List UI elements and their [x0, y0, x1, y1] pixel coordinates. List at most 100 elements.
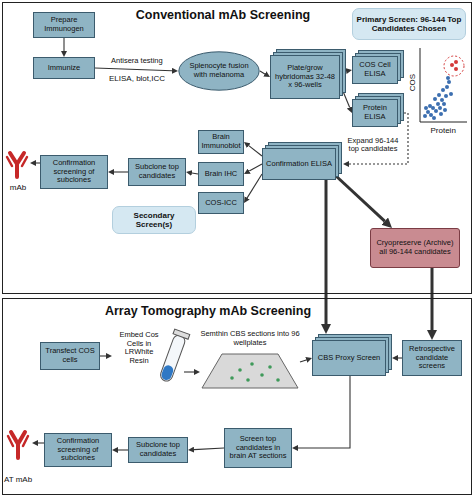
scatter-dot: [432, 116, 436, 120]
scatter-dot: [443, 108, 447, 112]
flow-arrow: [300, 360, 306, 362]
scatter-dot: [445, 85, 449, 89]
section-dot: [238, 368, 242, 372]
process-box: Subclone top candidates: [128, 437, 188, 463]
flow-arrow: [100, 355, 106, 356]
node-text: Screen top candidates in brain AT sectio…: [228, 435, 288, 461]
section-dot: [230, 376, 234, 380]
node-text: Cryopreserve (Archive) all 96-144 candid…: [374, 239, 456, 256]
scatter-dot: [424, 106, 428, 110]
note-label: ELISA, blot,ICC: [109, 74, 165, 83]
stacked-process-box: Protein ELISA: [352, 99, 398, 127]
antibody-node: mAb: [6, 148, 30, 192]
antibody-symbol: [7, 153, 27, 177]
section-step: Semthin CBS sections into 96 wellplates: [200, 328, 300, 390]
flow-arrow: [63, 38, 64, 51]
flow-arrow: [184, 371, 194, 372]
flow-arrow: [340, 71, 346, 72]
section-dot: [246, 378, 250, 382]
callout-box: Secondary Screen(s): [112, 206, 196, 234]
edge-label: Antisera testing: [111, 57, 163, 66]
section-dot: [276, 378, 280, 382]
node-text: Confirmation ELISA: [266, 160, 332, 169]
section-dots: [230, 362, 280, 382]
flow-arrow: [114, 171, 128, 172]
node-text: mAb: [2, 183, 34, 192]
node-text: Confirmation screening of subclones: [44, 159, 104, 185]
y-axis: [420, 48, 421, 122]
scatter-dot: [433, 97, 437, 101]
node-text: Subclone top candidates: [132, 163, 182, 180]
antibody-light-chain: [7, 157, 27, 166]
scatter-dot: [454, 60, 458, 64]
section-dot: [250, 362, 254, 366]
node-text: AT mAb: [0, 475, 36, 484]
node-text: Embed Cos Cells in LRWhite Resin: [117, 331, 161, 366]
process-box: COS-ICC: [198, 192, 244, 214]
section-dot: [268, 365, 272, 369]
flow-arrow: [95, 68, 172, 71]
callout-box: Primary Screen: 96-144 Top Candidates Ch…: [352, 8, 466, 40]
stacked-process-box: COS Cell ELISA: [352, 56, 398, 84]
process-box: Brain IHC: [198, 162, 244, 186]
node-text: Brain IHC: [205, 170, 238, 179]
selected-dots: [450, 60, 458, 71]
scatter-dot: [436, 102, 440, 106]
tube-resin: [160, 364, 175, 382]
node-text: Prepare Immunogen: [37, 16, 91, 33]
process-box: Prepare Immunogen: [33, 12, 95, 38]
scatter-dot: [447, 80, 451, 84]
stacked-process-box: CBS Proxy Screen: [312, 340, 386, 376]
panel-heading: Conventional mAb Screening: [93, 8, 353, 22]
scatter-plot: [420, 48, 467, 122]
slide-trapezoid: [202, 354, 298, 388]
scatter-dot: [454, 67, 458, 71]
x-axis: [420, 122, 467, 123]
node-text: Plate/grow hybridomas 32-48 x 96-wells: [274, 64, 336, 90]
archive-box: Cryopreserve (Archive) all 96-144 candid…: [370, 228, 460, 268]
scatter-dot: [428, 104, 432, 108]
scatter-dot: [444, 94, 448, 98]
node-text: Semthin CBS sections into 96 wellplates: [200, 330, 300, 347]
scatter-dot: [450, 63, 454, 67]
process-box: Screen top candidates in brain AT sectio…: [224, 428, 292, 468]
panel-region: Array Tomography mAb ScreeningTransfect …: [2, 298, 472, 495]
panel-region: Conventional mAb ScreeningPrepare Immuno…: [2, 2, 472, 294]
flow-arrow: [298, 376, 350, 448]
process-box: Brain Immunoblot: [198, 130, 244, 154]
node-text: Retrospective candidate screens: [406, 345, 458, 371]
scatter-dot: [442, 102, 446, 106]
node-text: Transfect COS cells: [44, 347, 96, 364]
process-box: Confirmation screening of subclones: [40, 155, 108, 189]
section-slide: [202, 354, 298, 388]
selection-circle: [444, 56, 464, 76]
thick-arrow: [325, 180, 328, 324]
resin-tube: [157, 329, 190, 383]
embed-step: Embed Cos Cells in LRWhite Resin: [112, 328, 184, 392]
node-text: Subclone top candidates: [132, 441, 184, 458]
node-text: CBS Proxy Screen: [318, 354, 381, 363]
scatter-dot: [441, 88, 445, 92]
node-text: COS-ICC: [205, 199, 237, 208]
antibody-node: AT mAb: [4, 428, 32, 484]
node-text: Secondary Screen(s): [116, 211, 192, 229]
scatter-dot: [429, 113, 433, 117]
tube-cap: [173, 329, 190, 339]
flow-arrow: [340, 84, 350, 107]
flow-arrow: [249, 146, 262, 156]
note-label: Protein: [431, 126, 456, 135]
scatter-dot: [423, 114, 427, 118]
scatter-dot: [426, 110, 430, 114]
ellipse-shape: [179, 52, 259, 90]
flow-arrow: [118, 449, 128, 450]
process-box: Confirmation screening of subclones: [44, 433, 112, 467]
section-dot: [260, 373, 264, 377]
antibody-light-chain: [8, 436, 28, 446]
node-text: Confirmation screening of subclones: [48, 437, 108, 463]
node-text: COS Cell ELISA: [356, 61, 394, 78]
node-text: Protein ELISA: [356, 104, 394, 121]
tube-body: [159, 334, 187, 383]
process-ellipse: Splenocyte fusion with melanoma: [178, 51, 260, 91]
scatter-dot: [440, 98, 444, 102]
